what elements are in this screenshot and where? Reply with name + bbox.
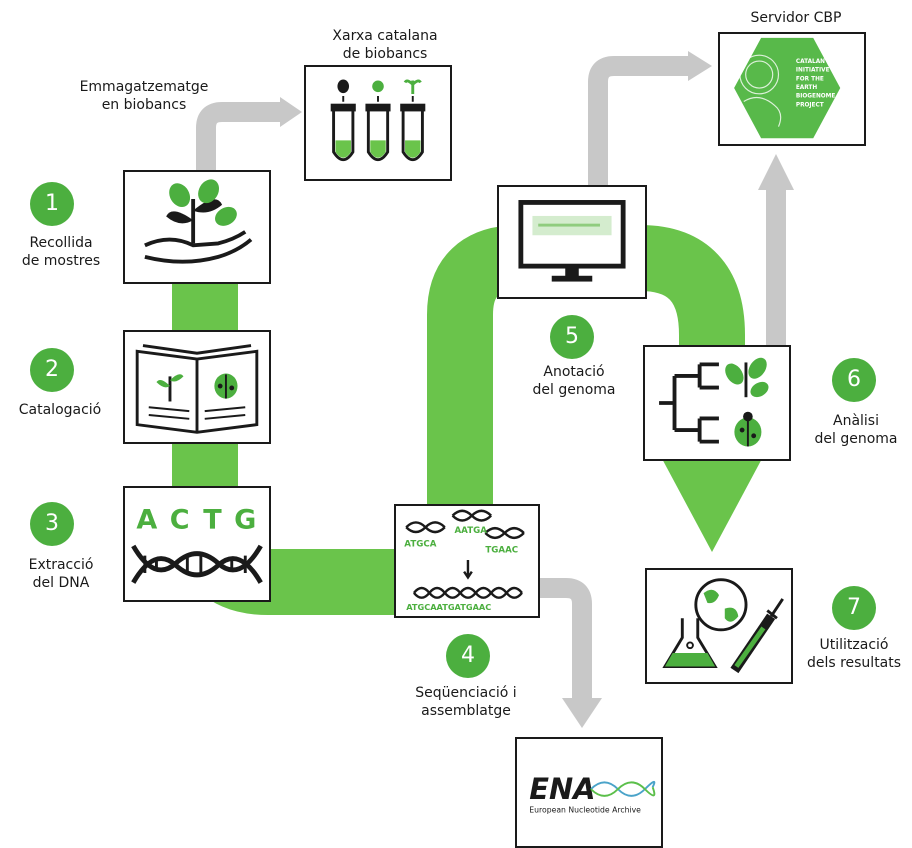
phylogenetic-tree-icon bbox=[659, 362, 719, 444]
step-6-badge: 6 bbox=[832, 358, 876, 402]
open-book-icon bbox=[135, 344, 259, 434]
hand-plant-panel bbox=[123, 170, 271, 284]
catalog-book-panel bbox=[123, 330, 271, 444]
arrow-to-biobank bbox=[196, 102, 282, 172]
phylogeny-panel bbox=[643, 345, 791, 461]
step-5-badge: 5 bbox=[550, 315, 594, 359]
ena-helix-icon bbox=[590, 780, 656, 797]
dna-fragments-icon bbox=[405, 509, 525, 599]
seq-fragment-1: ATGCA bbox=[404, 540, 436, 550]
arrowhead-biobank bbox=[280, 97, 302, 127]
step-7-badge: 7 bbox=[832, 586, 876, 630]
cbp-hexagon-logo bbox=[734, 37, 841, 139]
cbp-logo-text-5: BIOGENOME bbox=[796, 94, 836, 100]
arrowhead-server-up bbox=[758, 154, 794, 190]
cbp-logo-text-2: INITIATIVE bbox=[796, 68, 830, 74]
arrowhead-ena bbox=[562, 698, 602, 728]
hand-plant-icon bbox=[144, 179, 253, 264]
dna-letter-c: C bbox=[170, 505, 190, 536]
ena-panel: ENA European Nucleotide Archive bbox=[515, 737, 663, 848]
label-servidor: Servidor CBP bbox=[750, 10, 842, 26]
cbp-logo-text-1: CATALAN bbox=[796, 59, 825, 65]
cbp-server-panel: CATALAN INITIATIVE FOR THE EARTH BIOGENO… bbox=[718, 32, 866, 146]
step-4-badge: 4 bbox=[446, 634, 490, 678]
step-1-badge: 1 bbox=[30, 182, 74, 226]
biobank-tubes-panel bbox=[304, 65, 452, 181]
sample-tubes-icon bbox=[330, 79, 426, 162]
dna-letter-a: A bbox=[136, 505, 157, 536]
step-2-badge: 2 bbox=[30, 348, 74, 392]
dna-helix-icon bbox=[131, 544, 263, 584]
dna-letter-g: G bbox=[234, 505, 256, 536]
cbp-logo-text-3: FOR THE bbox=[796, 76, 824, 82]
leaf-icon bbox=[725, 357, 769, 398]
cbp-logo-text-4: EARTH bbox=[796, 85, 818, 91]
annotation-monitor-panel bbox=[497, 185, 647, 299]
arrowhead-cbp bbox=[688, 51, 712, 81]
ena-logo: ENA bbox=[529, 772, 595, 806]
label-catalogacio: Catalogació bbox=[18, 402, 102, 418]
dna-extraction-panel: A C T G bbox=[123, 486, 271, 602]
dna-letter-t: T bbox=[203, 505, 222, 536]
globe-icon bbox=[694, 578, 748, 632]
seq-fragment-3: TGAAC bbox=[485, 545, 518, 555]
results-panel bbox=[645, 568, 793, 684]
ena-full-name: European Nucleotide Archive bbox=[529, 805, 641, 814]
arrow-to-cbp-server bbox=[588, 56, 690, 190]
seq-assembled: ATGCAATGATGAAC bbox=[406, 602, 491, 612]
step-3-badge: 3 bbox=[30, 502, 74, 546]
seq-fragment-2: AATGA bbox=[454, 526, 487, 536]
monitor-icon bbox=[518, 200, 626, 282]
flask-icon bbox=[662, 618, 718, 668]
green-arrowhead bbox=[652, 440, 772, 552]
cbp-logo-text-6: PROJECT bbox=[796, 102, 824, 108]
sequencing-panel: ATGCA AATGA TGAAC ATGCAATGATGAAC bbox=[394, 504, 540, 618]
arrow-to-ena bbox=[540, 578, 592, 700]
syringe-icon bbox=[730, 598, 784, 674]
ladybug-icon bbox=[734, 411, 762, 447]
